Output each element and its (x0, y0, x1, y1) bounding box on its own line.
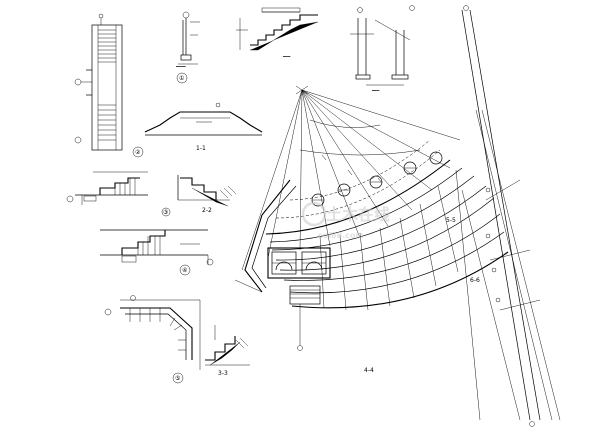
wall-section-detail: ═══ (350, 5, 415, 93)
section-mark-3: 3-3 (218, 370, 228, 377)
stair-section-3 (66, 171, 148, 205)
section-mark-4: 4-4 (364, 367, 374, 374)
stair-section-6: 3-3 (205, 325, 250, 377)
detail-mark-5-label: ⑤ (175, 375, 180, 382)
svg-text:═══: ═══ (282, 54, 291, 59)
angled-stair-plan: ⑤ (104, 295, 201, 384)
stair-section-small: ═══ (236, 7, 319, 59)
watermark-sub: coi88.com (318, 231, 364, 240)
long-ramp-plan (455, 5, 561, 427)
curved-stair-plan (234, 85, 509, 351)
section-mark-1: 1-1 (196, 145, 206, 152)
watermark: 土木在线 coi88.com (301, 201, 390, 240)
svg-text:═══: ═══ (371, 88, 380, 93)
stair-section-5: ④ (100, 229, 214, 276)
detail-mark-1-label: ① (179, 75, 184, 82)
stair-elevation-tall (74, 13, 123, 151)
stair-section-2: ② 1-1 (132, 102, 263, 158)
stair-section-4: ③ 2-2 (161, 175, 237, 217)
section-mark-5: 5-5 (446, 217, 456, 224)
detail-mark-1: ① (176, 72, 188, 84)
detail-mark-3-label: ③ (163, 209, 168, 216)
section-mark-6: 6-6 (470, 277, 480, 284)
section-mark-2: 2-2 (202, 207, 212, 214)
svg-text:════: ════ (175, 64, 186, 69)
handrail-detail: ════ (175, 11, 200, 69)
detail-mark-4-label: ④ (182, 267, 187, 274)
watermark-main: 土木在线 (326, 205, 390, 224)
fan-section-labels: 4-4 5-5 6-6 (364, 217, 480, 374)
detail-mark-2-label: ② (135, 149, 141, 156)
